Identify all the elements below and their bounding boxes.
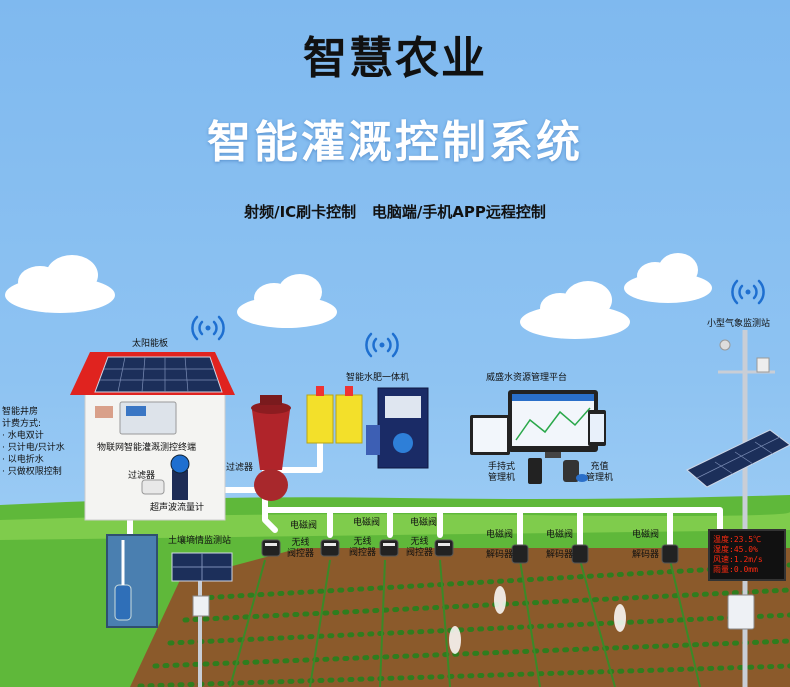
label-solenoid-valve: 电磁阀 [546, 530, 574, 540]
field-valves [261, 539, 679, 564]
label-weather-station: 小型气象监测站 [707, 319, 771, 329]
wifi-icon [191, 315, 225, 341]
soil-moisture-station [171, 552, 233, 687]
management-platform [470, 390, 606, 484]
ultrasonic-flowmeter [170, 454, 190, 500]
billing-title: 计费方式: [2, 419, 42, 429]
billing-item: · 只做权限控制 [2, 467, 62, 477]
fertigation-machine [306, 386, 429, 469]
billing-item: · 以电折水 [2, 455, 44, 465]
house-solar-panel [94, 356, 223, 393]
label-decoder: 解码器 [546, 550, 574, 560]
label-wireless-controller: 无线 阀控器 [349, 537, 377, 558]
billing-item: · 只计电/只计水 [2, 443, 65, 453]
water-sprays [449, 586, 626, 654]
label-platform: 威盛水资源管理平台 [486, 373, 568, 383]
weather-solar-panel [686, 429, 790, 488]
label-smart-well: 智能井房 [2, 407, 39, 417]
main-title: 智慧农业 [303, 33, 487, 84]
cloud-left [5, 255, 115, 313]
led-display: 温度:23.5℃ 湿度:45.0% 风速:1.2m/s 雨量:0.0mm [713, 535, 783, 575]
led-line: 风速:1.2m/s [713, 555, 763, 564]
led-line: 雨量:0.0mm [713, 565, 758, 574]
label-wireless-controller: 无线 阀控器 [287, 538, 315, 559]
label-soil-station: 土壤墒情监测站 [168, 536, 232, 546]
label-solenoid-valve: 电磁阀 [632, 530, 660, 540]
billing-item: · 水电双计 [2, 431, 44, 441]
sand-filter [251, 395, 291, 501]
soil-field [130, 548, 790, 687]
label-solenoid-valve: 电磁阀 [410, 518, 438, 528]
label-small-filter: 过滤器 [128, 471, 156, 481]
label-iot-terminal: 物联网智能灌溉测控终端 [97, 443, 197, 453]
label-handheld: 手持式 管理机 [488, 462, 516, 483]
label-wireless-controller: 无线 阀控器 [406, 537, 434, 558]
well-pit [106, 534, 158, 628]
label-solenoid-valve: 电磁阀 [290, 521, 318, 531]
drip-lines [229, 559, 701, 687]
cloud-center-left [237, 274, 337, 328]
tagline: 射频/IC刷卡控制 电脑端/手机APP远程控制 [244, 203, 546, 221]
label-fertigation: 智能水肥一体机 [346, 373, 410, 383]
label-decoder: 解码器 [486, 550, 514, 560]
small-filter [141, 479, 165, 495]
label-decoder: 解码器 [632, 550, 660, 560]
led-line: 温度:23.5℃ [713, 535, 762, 544]
wifi-icon [731, 279, 765, 305]
label-solenoid-valve: 电磁阀 [486, 530, 514, 540]
submersible-pump [114, 584, 132, 621]
pump-house [70, 352, 235, 521]
system-title: 智能灌溉控制系统 [207, 117, 583, 168]
led-line: 湿度:45.0% [713, 545, 758, 554]
label-ultrasonic-meter: 超声波流量计 [150, 503, 205, 513]
led-display-board [708, 529, 786, 581]
label-recharge: 充值 管理机 [586, 462, 614, 483]
crop-rows [137, 562, 790, 687]
cloud-center-right [624, 253, 712, 303]
card-icon [95, 406, 113, 418]
label-solar-panel: 太阳能板 [132, 339, 169, 349]
wifi-icon [365, 332, 399, 358]
label-sand-filter: 过滤器 [226, 463, 254, 473]
billing-methods: 计费方式: · 水电双计 · 只计电/只计水 · 以电折水 · 只做权限控制 [2, 418, 65, 478]
clouds [5, 253, 712, 339]
weather-station [686, 330, 790, 687]
cloud-right [520, 281, 630, 339]
label-solenoid-valve: 电磁阀 [353, 518, 381, 528]
